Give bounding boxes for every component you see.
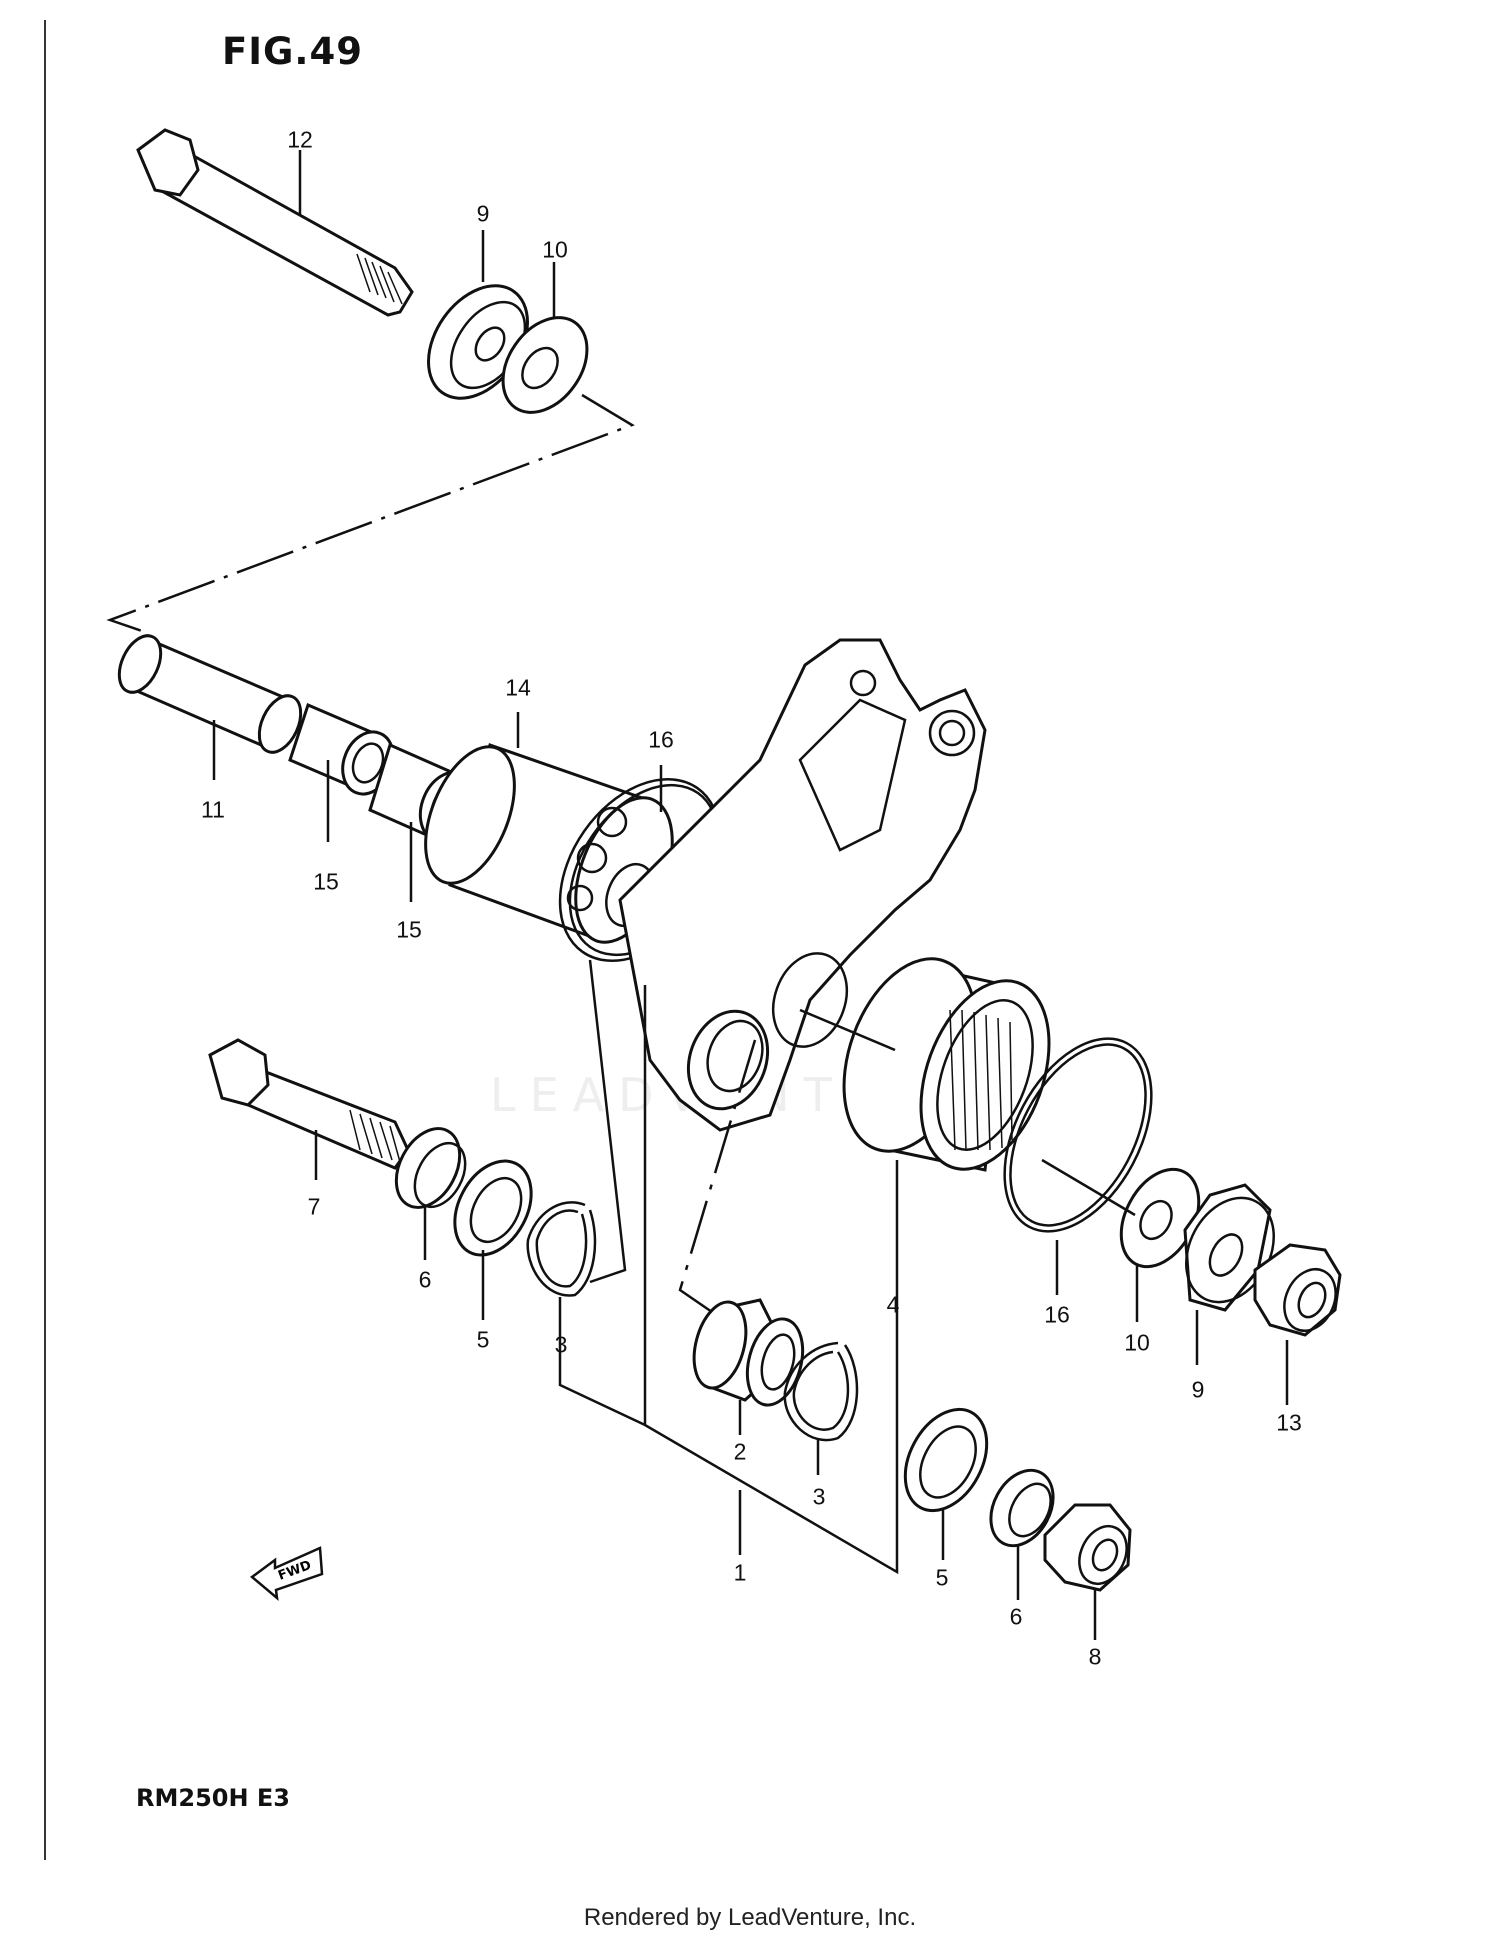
fwd-arrow-icon: FWD xyxy=(249,1546,324,1602)
spacer-6-left xyxy=(394,1127,467,1209)
callout-9: 9 xyxy=(1191,1376,1205,1403)
callout-4: 4 xyxy=(886,1291,900,1318)
figure-title: FIG.49 xyxy=(222,30,363,73)
washer-5-left xyxy=(453,1159,533,1257)
bushing-2 xyxy=(692,1298,805,1407)
callout-14: 14 xyxy=(505,674,531,701)
circlip-3-right xyxy=(783,1341,859,1442)
o-ring-16b xyxy=(1003,1037,1153,1233)
bolt-7 xyxy=(208,1038,410,1170)
callout-8: 8 xyxy=(1088,1643,1102,1670)
callout-5: 5 xyxy=(935,1564,949,1591)
callout-13: 13 xyxy=(1276,1409,1302,1436)
model-code: RM250H E3 xyxy=(136,1784,290,1812)
callout-16: 16 xyxy=(1044,1301,1070,1328)
callout-10: 10 xyxy=(542,236,568,263)
callout-7: 7 xyxy=(307,1193,321,1220)
leader-lines xyxy=(212,150,1289,1640)
callout-15: 15 xyxy=(313,868,339,895)
circlip-3-left xyxy=(526,1201,597,1297)
bearing-4 xyxy=(842,957,1051,1172)
cushion-lever-1 xyxy=(618,638,987,1132)
seal-9-right xyxy=(1183,1183,1276,1312)
cushion-rod-14 xyxy=(424,743,674,944)
assembly-guide-lines xyxy=(588,959,1136,1425)
callout-12: 12 xyxy=(287,126,313,153)
callout-5: 5 xyxy=(476,1326,490,1353)
washer-10-top xyxy=(501,316,589,414)
callout-16: 16 xyxy=(648,726,674,753)
footer-credit: Rendered by LeadVenture, Inc. xyxy=(583,1904,917,1931)
callout-6: 6 xyxy=(1009,1603,1023,1630)
callout-11: 11 xyxy=(201,796,225,823)
sleeve-11 xyxy=(117,634,303,754)
spacer-6-right xyxy=(989,1468,1055,1548)
callout-6: 6 xyxy=(418,1266,432,1293)
callout-3: 3 xyxy=(812,1483,826,1510)
callout-15: 15 xyxy=(396,916,422,943)
bolt-12 xyxy=(136,128,414,317)
callout-1: 1 xyxy=(733,1559,747,1586)
callout-9: 9 xyxy=(476,200,490,227)
nut-8 xyxy=(1043,1503,1132,1592)
callout-2: 2 xyxy=(733,1438,747,1465)
washer-5-right xyxy=(903,1407,989,1513)
callout-3: 3 xyxy=(554,1331,568,1358)
callout-10: 10 xyxy=(1124,1329,1150,1356)
nut-13 xyxy=(1253,1243,1342,1337)
